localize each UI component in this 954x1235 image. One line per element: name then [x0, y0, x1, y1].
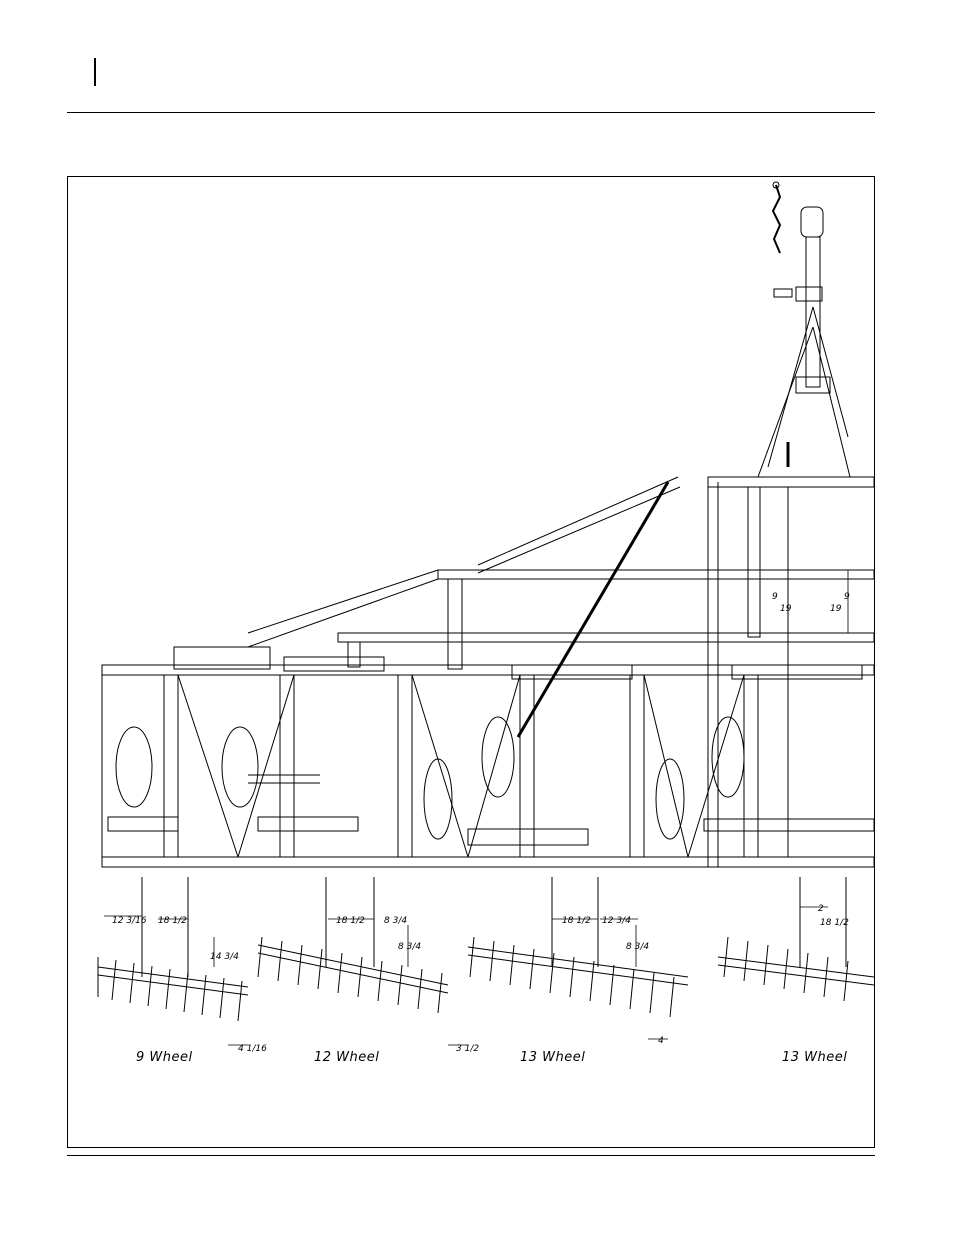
gauge-wheel	[712, 717, 744, 797]
dim-14-3-4: 14 3/4	[210, 952, 239, 962]
caption-13-wheel: 13 Wheel	[520, 1050, 585, 1065]
header-marker	[94, 58, 96, 86]
footer-rule	[67, 1155, 875, 1156]
gauge-wheel	[116, 727, 152, 807]
dim-9: 9	[772, 592, 778, 602]
harrow-frame-drawing: 12 3/16 18 1/2 14 3/4 4 1/16 18 1/2 8 3/…	[68, 177, 874, 1147]
hitch-assembly	[758, 182, 850, 477]
dim-18-1-2: 18 1/2	[158, 916, 187, 926]
dim-9: 9	[844, 592, 850, 602]
caption-12-wheel: 12 Wheel	[314, 1050, 379, 1065]
gauge-wheel	[482, 717, 514, 797]
gauge-wheel	[222, 727, 258, 807]
caption-9-wheel: 9 Wheel	[136, 1050, 193, 1065]
dim-19: 19	[830, 604, 842, 614]
safety-chain	[773, 185, 780, 253]
dim-3-1-2: 3 1/2	[456, 1044, 479, 1054]
dim-4-1-16: 4 1/16	[238, 1044, 267, 1054]
header-rule	[67, 112, 875, 113]
dim-18-1-2: 18 1/2	[562, 916, 591, 926]
dim-8-3-4: 8 3/4	[626, 942, 649, 952]
wheel-sections	[108, 647, 874, 857]
dim-8-3-4: 8 3/4	[384, 916, 407, 926]
gauge-wheel	[424, 759, 452, 839]
dim-2: 2	[818, 904, 824, 914]
figure-frame: 12 3/16 18 1/2 14 3/4 4 1/16 18 1/2 8 3/…	[67, 176, 875, 1148]
dimension-lines	[104, 570, 848, 1045]
dim-12-3-4: 12 3/4	[602, 916, 631, 926]
dim-4: 4	[658, 1036, 664, 1046]
dim-19: 19	[780, 604, 792, 614]
dim-18-1-2: 18 1/2	[820, 918, 849, 928]
caption-13-wheel-right: 13 Wheel	[782, 1050, 847, 1065]
gauge-wheel	[656, 759, 684, 839]
dim-12-3-16: 12 3/16	[112, 916, 147, 926]
dim-18-1-2: 18 1/2	[336, 916, 365, 926]
dim-8-3-4: 8 3/4	[398, 942, 421, 952]
